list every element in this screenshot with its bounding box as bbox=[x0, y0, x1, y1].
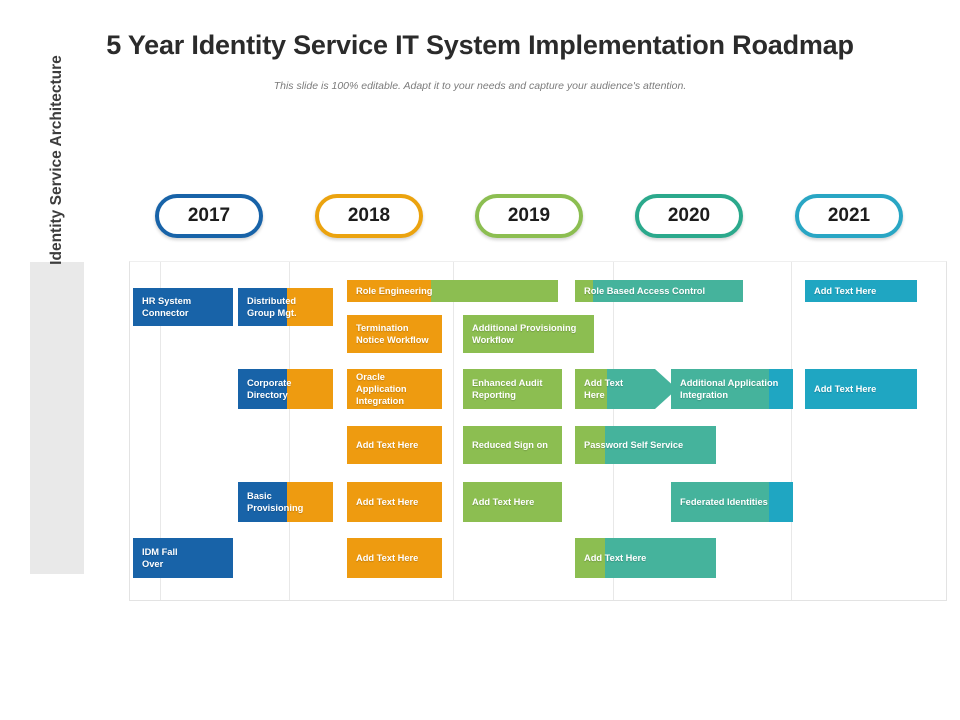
roadmap-bar-label: Corporate Directory bbox=[247, 377, 292, 400]
roadmap-bar[interactable]: Additional Application Integration bbox=[671, 369, 793, 409]
axis-band bbox=[30, 262, 84, 574]
bar-fill-secondary bbox=[431, 280, 558, 302]
roadmap-bar[interactable]: Reduced Sign on bbox=[463, 426, 562, 464]
roadmap-bar[interactable]: Add Text Here bbox=[575, 369, 677, 409]
roadmap-bar[interactable]: Add Text Here bbox=[575, 538, 716, 578]
year-badge-2019[interactable]: 2019 bbox=[475, 194, 583, 238]
roadmap-bar[interactable]: Basic Provisioning bbox=[238, 482, 333, 522]
roadmap-bar[interactable]: Role Based Access Control bbox=[575, 280, 743, 302]
year-badge-2020[interactable]: 2020 bbox=[635, 194, 743, 238]
roadmap-bar-label: Password Self Service bbox=[584, 439, 684, 450]
bar-fill-secondary bbox=[605, 426, 716, 464]
page-subtitle: This slide is 100% editable. Adapt it to… bbox=[273, 80, 687, 92]
grid-column-divider bbox=[453, 262, 454, 600]
roadmap-bar-label: Add Text Here bbox=[356, 496, 419, 507]
roadmap-bar-label: Add Text Here bbox=[472, 496, 535, 507]
roadmap-bar-label: Add Text Here bbox=[814, 383, 877, 394]
bar-fill-secondary bbox=[287, 369, 333, 409]
year-badge-2018[interactable]: 2018 bbox=[315, 194, 423, 238]
roadmap-bar[interactable]: IDM Fall Over bbox=[133, 538, 233, 578]
roadmap-bar[interactable]: Distributed Group Mgt. bbox=[238, 288, 333, 326]
year-badge-label: 2021 bbox=[827, 205, 871, 226]
page-title: 5 Year Identity Service IT System Implem… bbox=[106, 30, 854, 60]
roadmap-bar-label: Basic Provisioning bbox=[247, 490, 304, 513]
bar-fill-primary bbox=[347, 482, 442, 522]
roadmap-bar-label: Oracle Application Integration bbox=[356, 371, 407, 407]
roadmap-bar-label: Add Text Here bbox=[356, 552, 419, 563]
bar-fill-primary bbox=[347, 426, 442, 464]
grid-column-divider bbox=[160, 262, 161, 600]
bar-fill-secondary bbox=[593, 280, 743, 302]
roadmap-bar-label: Add Text Here bbox=[584, 377, 624, 400]
roadmap-bar[interactable]: Additional Provisioning Workflow bbox=[463, 315, 594, 353]
roadmap-bar-label: Distributed Group Mgt. bbox=[247, 295, 297, 318]
bar-fill-primary bbox=[463, 369, 562, 409]
roadmap-bar-label: IDM Fall Over bbox=[142, 546, 178, 569]
bar-fill-secondary bbox=[769, 369, 793, 409]
roadmap-bar-label: Add Text Here bbox=[356, 439, 419, 450]
roadmap-bar[interactable]: Federated Identities bbox=[671, 482, 793, 522]
axis-label: Identity Service Architecture bbox=[48, 55, 65, 265]
roadmap-bar[interactable]: Corporate Directory bbox=[238, 369, 333, 409]
roadmap-bar-label: Enhanced Audit Reporting bbox=[472, 377, 543, 400]
roadmap-bar[interactable]: Add Text Here bbox=[463, 482, 562, 522]
bar-fill-primary bbox=[347, 315, 442, 353]
year-badge-label: 2020 bbox=[667, 205, 711, 226]
year-badge-label: 2017 bbox=[187, 205, 231, 226]
roadmap-bar-label: Additional Provisioning Workflow bbox=[472, 322, 577, 345]
roadmap-bar[interactable]: Add Text Here bbox=[805, 280, 917, 302]
roadmap-bar[interactable]: Enhanced Audit Reporting bbox=[463, 369, 562, 409]
grid-column-divider bbox=[791, 262, 792, 600]
grid-column-divider bbox=[289, 262, 290, 600]
year-badge-2017[interactable]: 2017 bbox=[155, 194, 263, 238]
year-badge-label: 2018 bbox=[347, 205, 391, 226]
bar-fill-primary bbox=[805, 369, 917, 409]
roadmap-bar[interactable]: HR System Connector bbox=[133, 288, 233, 326]
bar-fill-primary bbox=[133, 538, 233, 578]
roadmap-bar-label: Role Based Access Control bbox=[584, 285, 706, 296]
roadmap-bar[interactable]: Add Text Here bbox=[805, 369, 917, 409]
bar-fill-primary bbox=[347, 538, 442, 578]
roadmap-bar[interactable]: Termination Notice Workflow bbox=[347, 315, 442, 353]
roadmap-bar[interactable]: Role Engineering bbox=[347, 280, 558, 302]
roadmap-bar-label: Additional Application Integration bbox=[680, 377, 779, 400]
bar-fill-primary bbox=[133, 288, 233, 326]
roadmap-bar-label: Add Text Here bbox=[814, 285, 877, 296]
bar-fill-primary bbox=[347, 369, 442, 409]
roadmap-bar[interactable]: Add Text Here bbox=[347, 426, 442, 464]
bar-fill-secondary bbox=[287, 288, 333, 326]
bar-fill-secondary bbox=[605, 538, 716, 578]
bar-fill-secondary bbox=[607, 369, 655, 409]
bar-fill-secondary bbox=[769, 482, 793, 522]
roadmap-bar-label: Termination Notice Workflow bbox=[356, 322, 429, 345]
roadmap-bar-label: Reduced Sign on bbox=[472, 439, 548, 450]
roadmap-bar-label: Role Engineering bbox=[356, 285, 433, 296]
year-badge-2021[interactable]: 2021 bbox=[795, 194, 903, 238]
roadmap-bar-label: Federated Identities bbox=[680, 496, 768, 507]
roadmap-bar-label: HR System Connector bbox=[142, 295, 192, 318]
roadmap-bar-label: Add Text Here bbox=[584, 552, 647, 563]
roadmap-bar[interactable]: Oracle Application Integration bbox=[347, 369, 442, 409]
roadmap-bar[interactable]: Add Text Here bbox=[347, 538, 442, 578]
bar-fill-secondary bbox=[287, 482, 333, 522]
roadmap-bar[interactable]: Add Text Here bbox=[347, 482, 442, 522]
bar-fill-primary bbox=[463, 315, 594, 353]
bar-fill-primary bbox=[805, 280, 917, 302]
year-badge-label: 2019 bbox=[507, 205, 551, 226]
bar-fill-primary bbox=[463, 426, 562, 464]
roadmap-bar[interactable]: Password Self Service bbox=[575, 426, 716, 464]
bar-fill-primary bbox=[463, 482, 562, 522]
